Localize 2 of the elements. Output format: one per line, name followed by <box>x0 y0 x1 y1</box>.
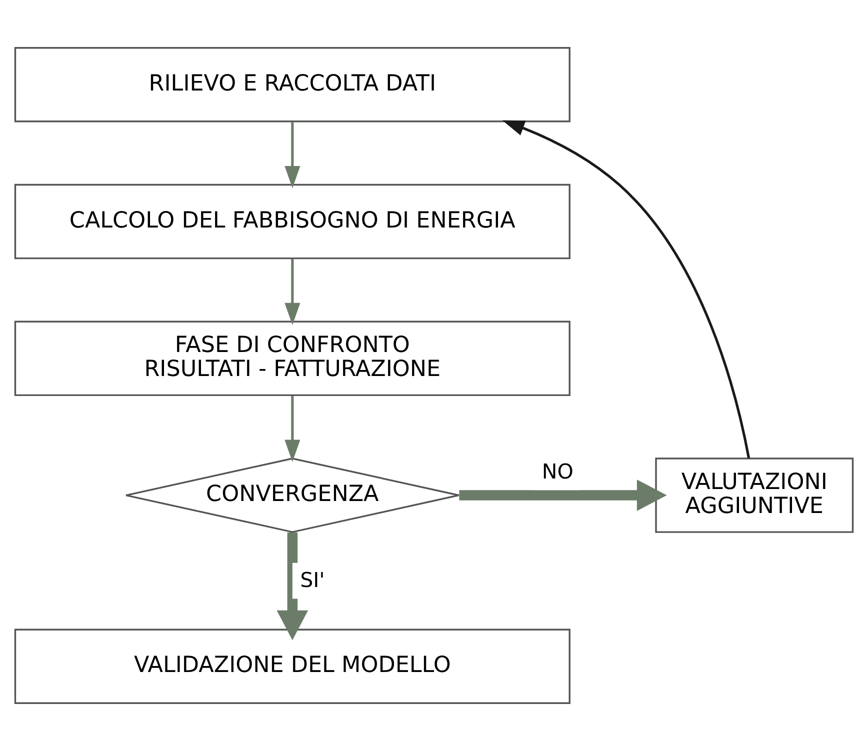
edge-label: NO <box>542 458 574 483</box>
edge-label: SI' <box>300 567 325 592</box>
